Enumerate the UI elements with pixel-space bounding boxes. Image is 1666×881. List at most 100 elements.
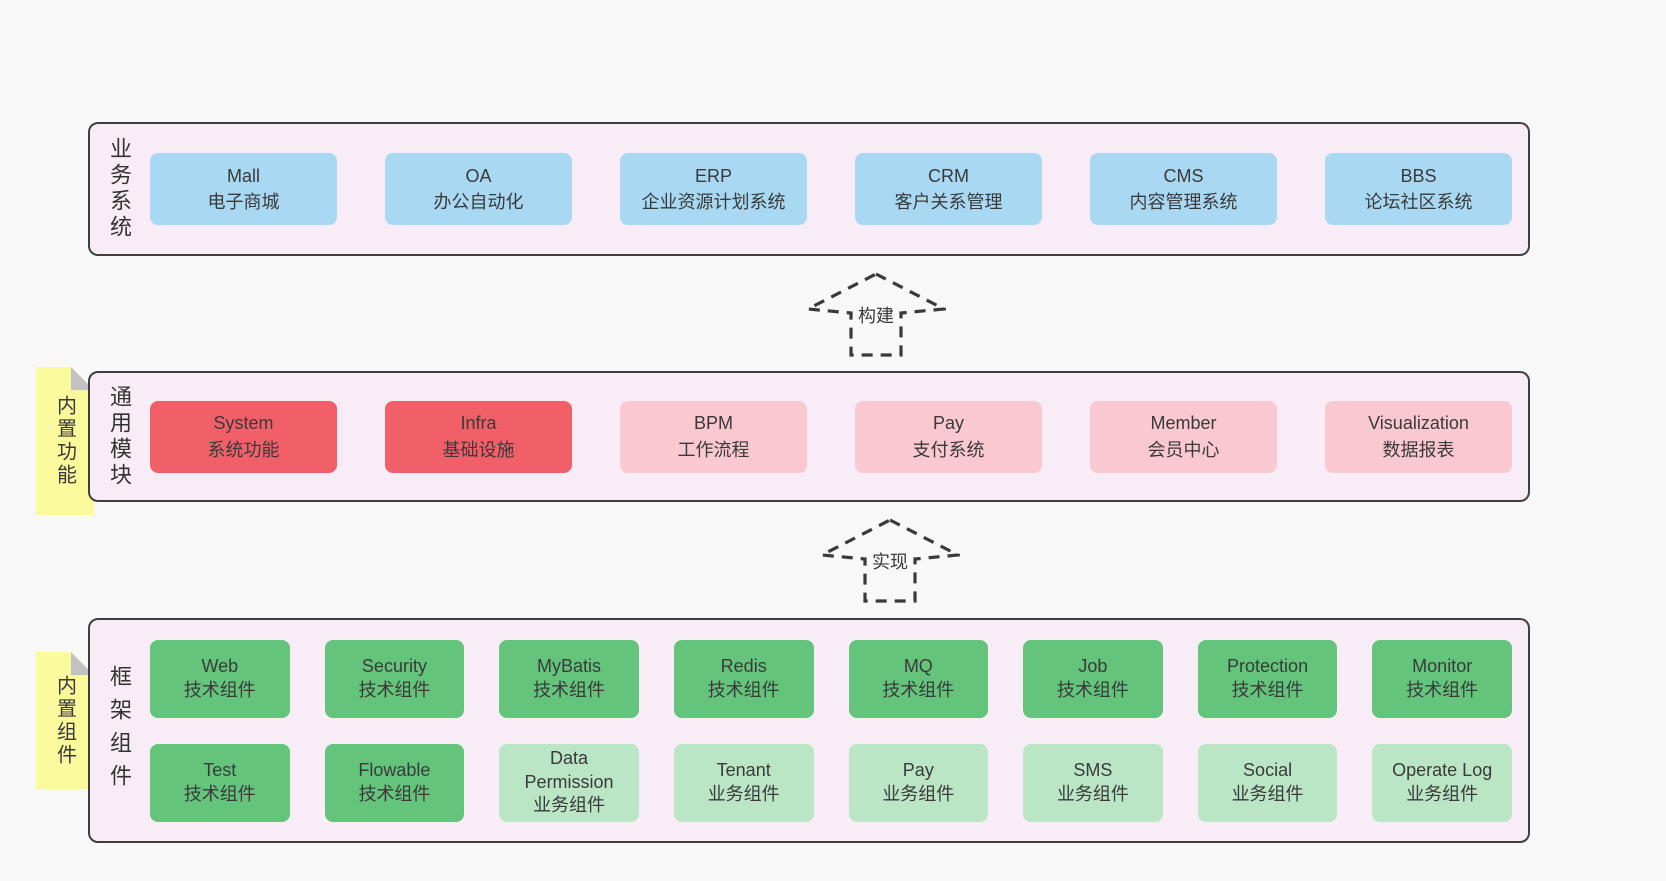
module-desc: 会员中心 — [1147, 439, 1220, 460]
module-box-erp: ERP 企业资源计划系统 — [620, 153, 807, 225]
module-desc: 论坛社区系统 — [1364, 192, 1473, 212]
module-name: SMS — [1073, 759, 1113, 780]
module-desc: 技术组件 — [358, 783, 431, 804]
module-box-mall: Mall 电子商城 — [150, 153, 337, 225]
module-box-bpm: BPM 工作流程 — [620, 400, 807, 473]
module-name: Flowable — [358, 759, 431, 780]
common-modules-band: 通用模块 System 系统功能 Infra 基础设施 BPM 工作流程 Pay 支付系统 Me… — [88, 371, 1530, 502]
module-desc: 业务组件 — [1056, 783, 1129, 804]
module-name: Job — [1078, 655, 1108, 676]
band-title: 框架组件 — [107, 664, 132, 797]
module-desc: 业务组件 — [1406, 783, 1479, 804]
module-box-member: Member 会员中心 — [1090, 400, 1277, 473]
module-desc: 内容管理系统 — [1129, 192, 1238, 212]
module-name: System — [213, 413, 274, 434]
business-systems-band: 业务系统 Mall 电子商城 OA 办公自动化 ERP 企业资源计划系统 CRM 客户关系管理… — [88, 122, 1530, 256]
module-box-crm: CRM 客户关系管理 — [855, 153, 1042, 225]
module-desc: 技术组件 — [707, 679, 780, 700]
module-desc: 业务组件 — [882, 783, 955, 804]
module-desc: 技术组件 — [183, 679, 256, 700]
module-box-test: Test 技术组件 — [150, 743, 290, 822]
module-desc: 客户关系管理 — [894, 192, 1003, 212]
module-desc: 企业资源计划系统 — [641, 192, 786, 212]
module-name: Web — [201, 655, 239, 676]
module-desc: 技术组件 — [1231, 679, 1304, 700]
builtin-features-tag: 内置功能 — [36, 367, 94, 515]
module-name: BPM — [693, 413, 733, 434]
module-name: BBS — [1400, 165, 1437, 186]
module-box-infra: Infra 基础设施 — [385, 400, 572, 473]
module-desc: 技术组件 — [1406, 679, 1479, 700]
module-desc: 系统功能 — [207, 439, 280, 460]
module-box-protection: Protection 技术组件 — [1197, 639, 1338, 718]
module-desc: 业务组件 — [707, 783, 780, 804]
module-name: OA — [465, 165, 492, 186]
module-desc: 支付系统 — [912, 439, 985, 460]
module-box-system: System 系统功能 — [150, 400, 337, 473]
module-desc: 办公自动化 — [433, 192, 524, 212]
module-box-visualization: Visualization 数据报表 — [1325, 400, 1512, 473]
module-box-tenant: Tenant 业务组件 — [673, 743, 814, 822]
module-name: Visualization — [1368, 413, 1469, 434]
module-box-pay: Pay 支付系统 — [855, 400, 1042, 473]
module-name: Pay — [902, 759, 934, 780]
module-box-sms: SMS 业务组件 — [1023, 743, 1163, 822]
module-box-security: Security 技术组件 — [324, 639, 465, 718]
builtin-features-tag-label: 内置功能 — [53, 395, 76, 487]
module-name: Data Permission — [524, 747, 614, 792]
module-name: Social — [1243, 759, 1293, 780]
module-name: ERP — [694, 165, 732, 186]
module-desc: 技术组件 — [1056, 679, 1129, 700]
module-desc: 电子商城 — [207, 192, 280, 212]
band-rows: Mall 电子商城 OA 办公自动化 ERP 企业资源计划系统 CRM 客户关系管理 CMS 内容… — [142, 124, 1528, 254]
module-name: Mall — [226, 165, 260, 186]
module-name: CRM — [928, 165, 969, 186]
band-rows: System 系统功能 Infra 基础设施 BPM 工作流程 Pay 支付系统 Member 会… — [142, 373, 1528, 500]
module-name: Operate Log — [1392, 759, 1493, 780]
build-arrow-label: 构建 — [855, 302, 897, 328]
band-title: 业务系统 — [107, 137, 132, 241]
module-name: Redis — [720, 655, 767, 676]
module-desc: 基础设施 — [442, 439, 515, 460]
module-desc: 技术组件 — [882, 679, 955, 700]
module-row: Mall 电子商城 OA 办公自动化 ERP 企业资源计划系统 CRM 客户关系管理 CMS 内容… — [150, 153, 1512, 225]
module-box-operate-log: Operate Log 业务组件 — [1372, 743, 1512, 822]
build-arrow: 构建 — [806, 271, 946, 357]
module-name: Protection — [1227, 655, 1309, 676]
module-box-social: Social 业务组件 — [1197, 743, 1338, 822]
module-box-oa: OA 办公自动化 — [385, 153, 572, 225]
module-name: Test — [203, 759, 237, 780]
arrow-up-icon — [806, 272, 946, 357]
builtin-components-tag: 内置组件 — [36, 652, 94, 789]
module-box-bbs: BBS 论坛社区系统 — [1325, 153, 1512, 225]
module-name: Tenant — [716, 759, 771, 780]
module-box-flowable: Flowable 技术组件 — [324, 743, 465, 822]
module-name: Security — [361, 655, 427, 676]
module-box-web: Web 技术组件 — [150, 639, 290, 718]
module-box-mq: MQ 技术组件 — [848, 639, 989, 718]
module-name: Monitor — [1412, 655, 1473, 676]
module-box-job: Job 技术组件 — [1023, 639, 1163, 718]
module-name: Pay — [932, 413, 965, 434]
module-desc: 业务组件 — [1231, 783, 1304, 804]
module-name: Member — [1150, 413, 1217, 434]
band-title: 通用模块 — [107, 384, 132, 489]
module-desc: 技术组件 — [533, 679, 606, 700]
module-box-pay-biz: Pay 业务组件 — [848, 743, 989, 822]
module-name: CMS — [1163, 165, 1204, 186]
module-desc: 技术组件 — [358, 679, 431, 700]
module-box-monitor: Monitor 技术组件 — [1372, 639, 1512, 718]
implement-arrow: 实现 — [820, 517, 960, 603]
module-desc: 工作流程 — [677, 439, 750, 460]
module-name: Infra — [460, 413, 497, 434]
module-box-cms: CMS 内容管理系统 — [1090, 153, 1277, 225]
module-desc: 数据报表 — [1382, 439, 1455, 460]
arrow-up-icon — [820, 518, 960, 603]
module-desc: 技术组件 — [183, 783, 256, 804]
module-name: MQ — [903, 655, 933, 676]
